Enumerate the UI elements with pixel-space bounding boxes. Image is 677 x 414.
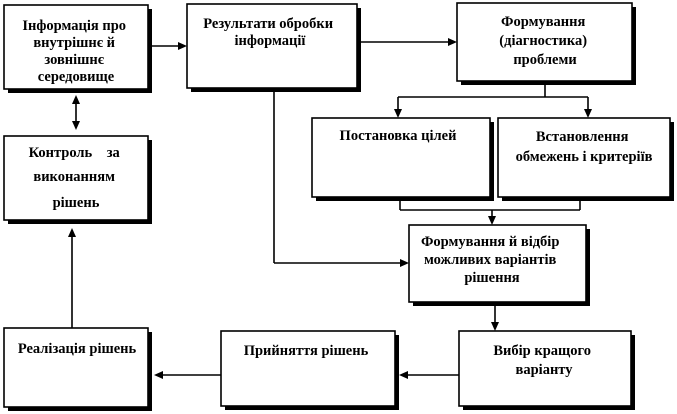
node-control-line-2: виконанням	[33, 169, 115, 185]
node-alternatives-line-2: можливих варіантів	[424, 252, 557, 268]
node-information-line-2: внутрішнє й	[33, 35, 115, 51]
svg-text:Формування й відбір можл: Формування й відбір можливих варіантів р…	[421, 234, 563, 286]
arrow-info-to-results	[152, 42, 187, 50]
node-implementation-line-1: Реалізація рішень	[18, 341, 137, 357]
svg-text:Вибір кращого варіанту: Вибір кращого варіанту	[493, 343, 594, 378]
svg-text:Інформація про внутрішнє: Інформація про внутрішнє й зовнішнє сере…	[22, 18, 129, 85]
arrow-implementation-to-control	[68, 228, 76, 328]
svg-text:Постановка цілей: Постановка цілей	[340, 128, 457, 144]
arrow-results-to-alternatives	[273, 92, 409, 267]
arrow-control-info-bidirectional	[72, 95, 80, 130]
node-constraints-criteria-line-1: Встановлення	[536, 129, 629, 145]
svg-text:Встановлення обмежень і: Встановлення обмежень і критеріїв	[516, 129, 653, 165]
node-constraints-criteria-line-2: обмежень і критеріїв	[516, 149, 653, 165]
node-goal-setting: Постановка цілей	[311, 117, 494, 201]
svg-text:Контроль за виконання: Контроль за виконанням рішень	[29, 145, 124, 211]
node-implementation: Реалізація рішень	[3, 327, 152, 411]
node-problem-diagnosis-line-1: Формування	[501, 14, 585, 30]
node-problem-diagnosis-line-2: (діагностика)	[499, 33, 587, 49]
node-problem-diagnosis: Формування (діагностика) проблеми	[456, 2, 636, 85]
node-control: Контроль за виконанням рішень	[3, 135, 152, 224]
node-decision-adoption: Прийняття рішень	[220, 330, 399, 410]
node-information: Інформація про внутрішнє й зовнішнє сере…	[3, 4, 152, 93]
node-alternatives-line-1: Формування й відбір	[421, 234, 559, 250]
arrow-problem-to-goals-and-constraints	[394, 85, 592, 118]
svg-text:Результати обробки інфор: Результати обробки інформації	[203, 16, 336, 49]
node-problem-diagnosis-line-3: проблеми	[513, 52, 576, 68]
node-information-line-1: Інформація про	[22, 18, 126, 34]
svg-text:Реалізація рішень: Реалізація рішень	[18, 341, 137, 357]
node-best-option: Вибір кращого варіанту	[458, 330, 635, 410]
node-processing-results: Результати обробки інформації	[186, 3, 361, 92]
node-information-line-3: зовнішнє	[44, 52, 104, 68]
node-best-option-line-2: варіанту	[516, 362, 574, 378]
svg-text:Прийняття рішень: Прийняття рішень	[244, 343, 369, 359]
svg-text:Формування (діагностика): Формування (діагностика) проблеми	[499, 14, 590, 68]
arrow-best-to-adoption	[399, 371, 459, 379]
node-alternatives: Формування й відбір можливих варіантів р…	[408, 224, 590, 306]
arrow-goals-constraints-to-alternatives	[399, 201, 581, 225]
node-decision-adoption-line-1: Прийняття рішень	[244, 343, 369, 359]
node-alternatives-line-3: рішення	[464, 270, 519, 286]
node-constraints-criteria: Встановлення обмежень і критеріїв	[497, 117, 674, 201]
arrow-adoption-to-implementation	[154, 371, 221, 379]
node-processing-results-line-1: Результати обробки	[203, 16, 333, 32]
node-processing-results-line-2: інформації	[235, 33, 307, 49]
node-control-line-1: Контроль за	[29, 145, 121, 161]
node-information-line-4: середовище	[38, 69, 115, 85]
arrow-alternatives-to-best	[491, 306, 499, 331]
arrow-results-to-problem	[361, 38, 457, 46]
node-best-option-line-1: Вибір кращого	[493, 343, 591, 359]
node-control-line-3: рішень	[53, 195, 100, 211]
node-goal-setting-line-1: Постановка цілей	[340, 128, 457, 144]
